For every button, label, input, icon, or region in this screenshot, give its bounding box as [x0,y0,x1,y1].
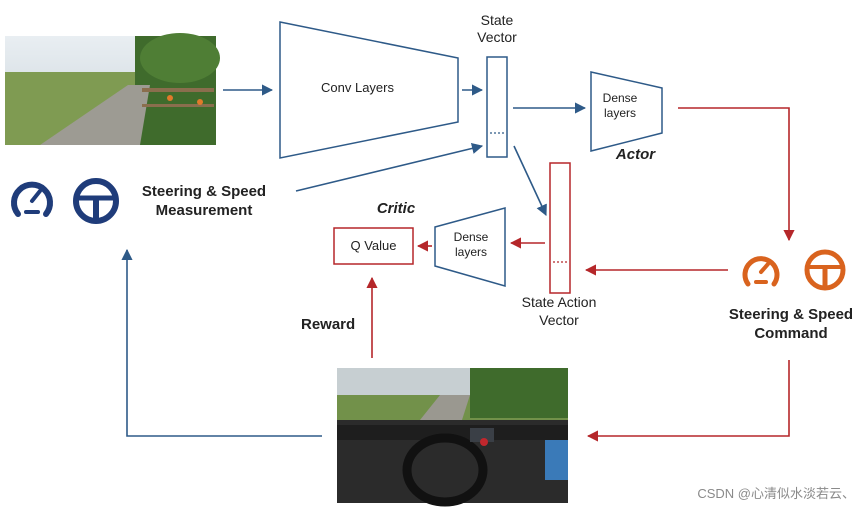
q-value-label: Q Value [350,238,397,253]
arrow-actor-to-command [678,107,795,242]
cockpit-camera-image [337,368,568,507]
arrow-command-to-cockpit [586,360,790,442]
conv-layers-label: Conv Layers [321,80,394,95]
critic-label: Critic [376,200,416,217]
arrow-state-to-state-action [513,145,547,217]
steering-measurement-label: Steering & Speed Measurement [141,183,267,219]
reward-label: Reward [301,316,356,333]
speedometer-icon [742,256,780,287]
state-vector-block [486,56,508,158]
road-camera-image [5,33,220,145]
state-vector-label: State Vector [477,12,517,45]
steering-command-label: Steering & Speed Command [728,306,854,342]
steering-wheel-icon [804,249,846,291]
watermark: CSDN @心清似水淡若云、 [697,486,855,501]
actor-dense-layers-block [590,71,663,152]
state-action-vector-label: State Action Vector [521,294,597,328]
arrow-measurement-to-state [295,142,484,192]
actor-label: Actor [615,146,656,163]
state-action-vector-block [549,162,571,294]
q-value-box [333,227,414,265]
steering-wheel-icon [73,178,119,224]
critic-dense-layers-block [434,207,506,287]
actor-dense-label: Dense layers [602,91,638,120]
critic-dense-label: Dense layers [453,230,489,259]
conv-layers-block [279,21,459,159]
arrow-cockpit-to-measurement [121,248,322,437]
speedometer-icon [11,181,53,217]
